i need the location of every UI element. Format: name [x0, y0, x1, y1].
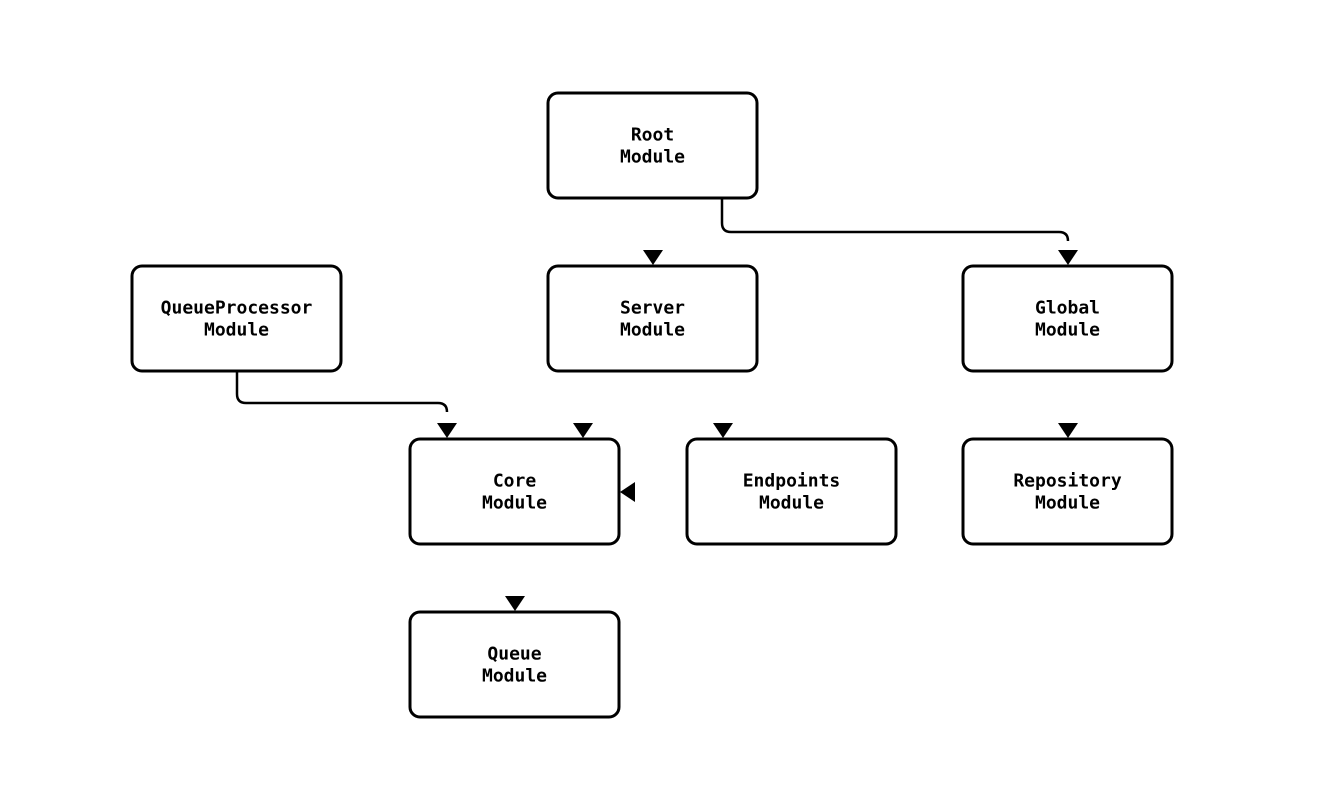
arrowhead-icon	[573, 423, 593, 438]
edge-global-to-repository	[1058, 423, 1078, 438]
arrowhead-icon	[1058, 423, 1078, 438]
arrowhead-icon	[437, 423, 457, 438]
edge-root-to-server	[643, 250, 663, 265]
arrowhead-icon	[713, 423, 733, 438]
arrowhead-icon	[1058, 250, 1078, 265]
arrowhead-icon	[620, 482, 635, 502]
edge-endpoints-to-core	[620, 482, 635, 502]
arrowhead-icon	[643, 250, 663, 265]
edge-server-to-core	[573, 423, 593, 438]
edge-queueprocessor-to-core	[235, 371, 457, 438]
edge-server-to-endpoints	[713, 423, 733, 438]
edge-root-to-global	[720, 198, 1078, 265]
arrowhead-icon	[505, 596, 525, 611]
edge-core-to-queue	[505, 596, 525, 611]
